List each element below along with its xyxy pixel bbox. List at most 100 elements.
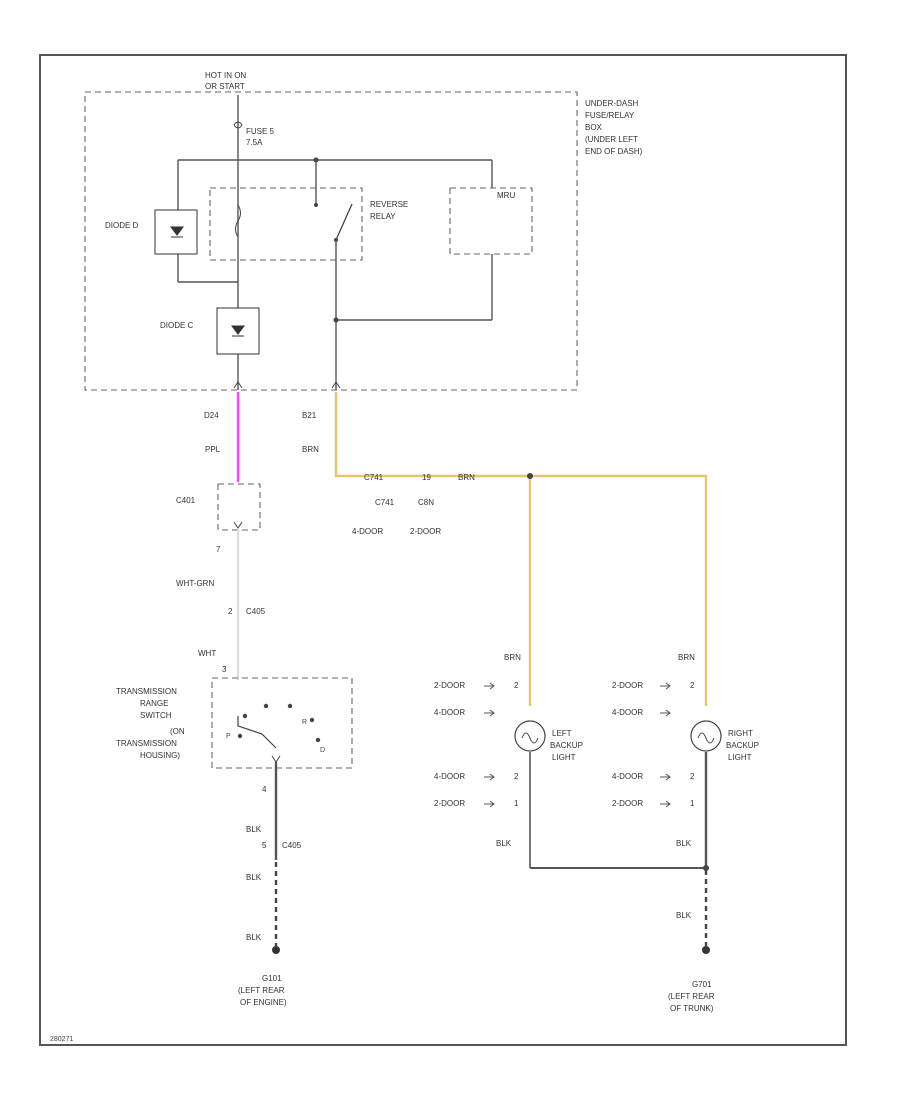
box-label-line5: END OF DASH) [585,147,643,156]
fuse-name: FUSE 5 [246,127,275,136]
ground-g701-icon [702,946,710,954]
outer-frame [39,54,847,1046]
range-switch-line1: TRANSMISSION [116,687,177,696]
connector-c741-pin: 19 [422,473,431,482]
mru-junction-dot [333,317,339,323]
left-bot2-label: 2-DOOR [434,799,465,808]
connector-a-name: C741 [375,498,395,507]
right-conn-label: B21 [302,411,317,420]
fuse-source-line2: OR START [205,82,245,91]
right-top2-label: 4-DOOR [612,708,643,717]
left-gnd-color: BLK [496,839,512,848]
diagram-code: 280271 [50,1036,73,1043]
connector-a-sub: 4-DOOR [352,527,383,536]
switch-contact [242,713,248,719]
switch-contact [309,717,315,723]
box-label-line4: (UNDER LEFT [585,135,638,144]
bulb-filament-icon [697,732,715,744]
right-light-name3: LIGHT [728,753,752,762]
ground-junction-dot [703,865,709,871]
connector-d24 [233,381,243,389]
left-conn-label: D24 [204,411,219,420]
left-bot1-label: 4-DOOR [434,772,465,781]
left-light-name3: LIGHT [552,753,576,762]
right-backup-light-bulb [690,720,722,752]
switch-pos-r: R [302,719,307,726]
right-gnd-color: BLK [676,839,692,848]
diode-d-label: DIODE D [105,221,139,230]
ground-left-blk2: BLK [246,933,262,942]
range-switch-line6: HOUSING) [140,751,180,760]
relay-coil [235,204,241,238]
right-bot2-label: 2-DOOR [612,799,643,808]
connector-c8n: BRN [458,473,475,482]
ground-right-name: G701 [692,980,712,989]
relay-label-line1: REVERSE [370,200,408,209]
switch-contact [287,703,293,709]
left-backup-light-bulb [514,720,546,752]
right-bot2-arrow [660,800,671,808]
connector-b-name: C8N [418,498,434,507]
left-bot2-arrow [484,800,495,808]
diode-d-icon [170,226,184,238]
ground-right-loc2: OF TRUNK) [670,1004,714,1013]
left-wire-color: PPL [205,445,221,454]
diode-c-icon [231,325,245,337]
bulb-filament-icon [521,732,539,744]
relay-contact-point [314,203,318,207]
connector-c741: C741 [364,473,384,482]
relay-label-line2: RELAY [370,212,396,221]
ground-g101-icon [272,946,280,954]
switch-contact [263,703,269,709]
pin-5: 5 [262,841,267,850]
connector-c401-pin [233,521,243,529]
ground-right-loc1: (LEFT REAR [668,992,715,1001]
switch-pos-d: D [320,747,325,754]
right-bot1-arrow [660,773,671,781]
range-switch-line3: SWITCH [140,711,172,720]
left-top2-label: 4-DOOR [434,708,465,717]
ground-left-loc1: (LEFT REAR [238,986,285,995]
diode-c-label: DIODE C [160,321,194,330]
switch-pos-p: P [226,733,231,740]
pin-4: 4 [262,785,267,794]
range-switch-line2: RANGE [140,699,168,708]
switch-wiper [237,716,277,749]
right-top2-arrow [660,709,671,717]
brn-junction-dot [527,473,533,479]
fuse-source-line1: HOT IN ON [205,71,246,80]
pin-2-label: 2 [228,607,233,616]
range-switch-box [211,677,353,769]
left-bot1-arrow [484,773,495,781]
box-label-line2: FUSE/RELAY [585,111,635,120]
switch-contact [315,737,321,743]
left-top1-label: 2-DOOR [434,681,465,690]
right-top1-pin: 2 [690,681,695,690]
right-wire-color: BRN [302,445,319,454]
left-bot1-pin: 2 [514,772,519,781]
right-light-name2: BACKUP [726,741,759,750]
mru-box [449,187,533,255]
connector-b21 [331,381,341,389]
fuse-5-symbol [233,121,243,129]
wht-grn-label: WHT-GRN [176,579,214,588]
ground-left-name: G101 [262,974,282,983]
wht-label: WHT [198,649,216,658]
blk-label: BLK [246,825,262,834]
right-light-wire-color: BRN [678,653,695,662]
reverse-relay-box [209,187,363,261]
fuse-rating: 7.5A [246,138,263,147]
switch-contact [237,733,243,739]
left-light-name1: LEFT [552,729,572,738]
connector-c401-box [217,483,261,531]
box-label-line3: BOX [585,123,603,132]
ground-right-blk: BLK [676,911,692,920]
pin-7: 7 [216,545,221,554]
range-switch-line4: (ON [170,727,185,736]
left-top1-arrow [484,682,495,690]
right-bot1-label: 4-DOOR [612,772,643,781]
pin-3-label: 3 [222,665,227,674]
left-bot2-pin: 1 [514,799,519,808]
left-light-name2: BACKUP [550,741,583,750]
